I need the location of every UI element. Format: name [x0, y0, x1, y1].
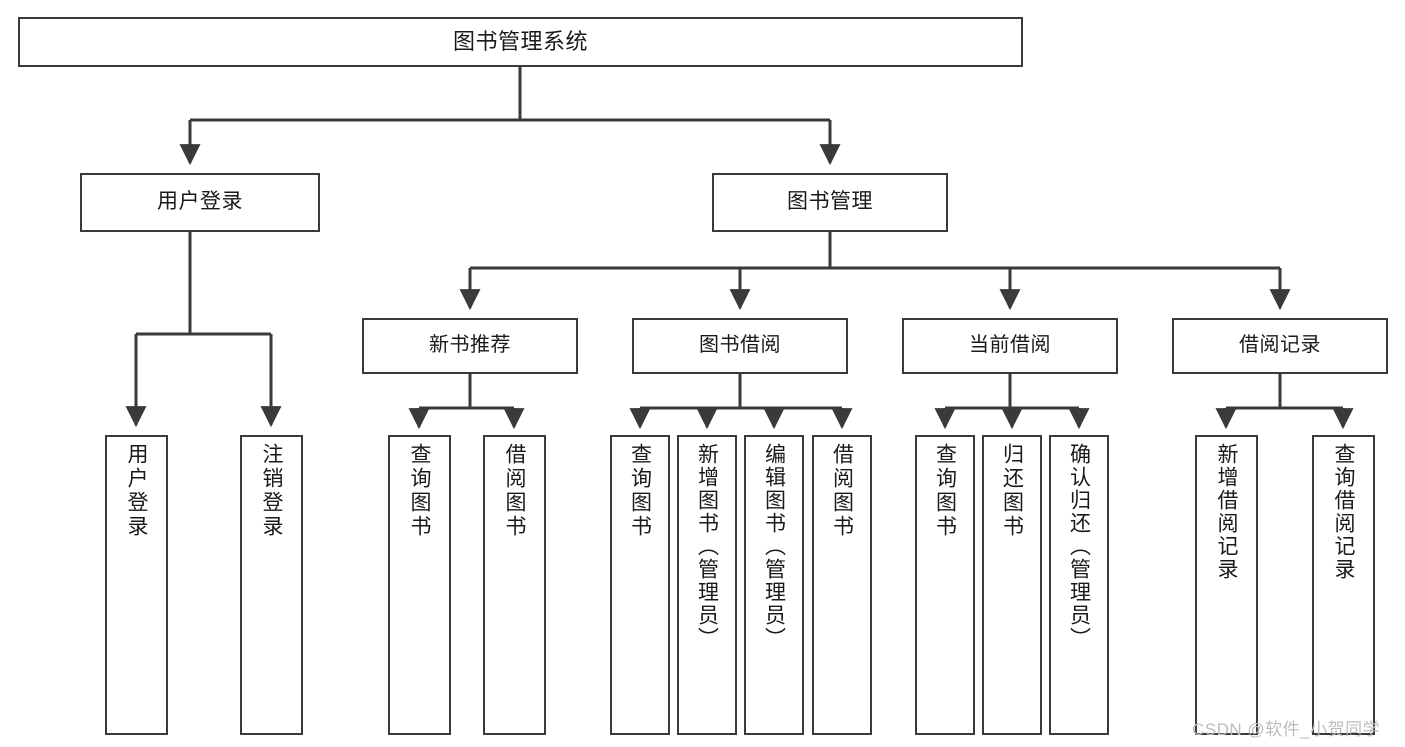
node-new-book-recommend-label: 新书推荐 — [429, 334, 511, 357]
node-leaf-add-borrow-record[interactable]: 新增借阅记录 — [1195, 435, 1258, 735]
node-leaf-query-book-rec-label: 查询图书 — [408, 443, 431, 539]
node-book-manage-label: 图书管理 — [787, 190, 873, 214]
node-leaf-query-book-current[interactable]: 查询图书 — [915, 435, 975, 735]
node-leaf-borrow-book-rec-label: 借阅图书 — [503, 443, 526, 539]
node-borrow-record-label: 借阅记录 — [1239, 334, 1321, 357]
node-root-label: 图书管理系统 — [452, 29, 588, 55]
node-leaf-confirm-return-label: 确认归还（管理员） — [1067, 443, 1091, 650]
node-leaf-return-book-label: 归还图书 — [1000, 443, 1024, 539]
node-book-manage[interactable]: 图书管理 — [712, 173, 948, 232]
node-leaf-add-borrow-record-label: 新增借阅记录 — [1215, 443, 1238, 581]
node-leaf-borrow-book-rec[interactable]: 借阅图书 — [483, 435, 546, 735]
node-leaf-edit-book-admin-label: 编辑图书（管理员） — [762, 443, 786, 650]
node-leaf-user-login-label: 用户登录 — [125, 443, 148, 539]
node-user-login-label: 用户登录 — [157, 190, 243, 214]
node-leaf-confirm-return[interactable]: 确认归还（管理员） — [1049, 435, 1109, 735]
node-leaf-add-book-admin-label: 新增图书（管理员） — [695, 443, 719, 650]
node-leaf-query-book-current-label: 查询图书 — [933, 443, 957, 539]
node-new-book-recommend[interactable]: 新书推荐 — [362, 318, 578, 374]
node-leaf-query-borrow-record-label: 查询借阅记录 — [1332, 443, 1355, 581]
csdn-watermark: CSDN @软件_小贺同学 — [1192, 720, 1381, 739]
node-leaf-borrow-book[interactable]: 借阅图书 — [812, 435, 872, 735]
node-root[interactable]: 图书管理系统 — [18, 17, 1023, 67]
node-leaf-user-login[interactable]: 用户登录 — [105, 435, 168, 735]
node-leaf-logout-login[interactable]: 注销登录 — [240, 435, 303, 735]
node-leaf-query-book-rec[interactable]: 查询图书 — [388, 435, 451, 735]
node-leaf-query-book-borrow[interactable]: 查询图书 — [610, 435, 670, 735]
node-leaf-add-book-admin[interactable]: 新增图书（管理员） — [677, 435, 737, 735]
node-leaf-logout-login-label: 注销登录 — [260, 443, 283, 539]
node-book-borrow-label: 图书借阅 — [699, 334, 781, 357]
node-current-borrow-label: 当前借阅 — [969, 334, 1051, 357]
node-leaf-query-book-borrow-label: 查询图书 — [628, 443, 652, 539]
node-book-borrow[interactable]: 图书借阅 — [632, 318, 848, 374]
node-leaf-edit-book-admin[interactable]: 编辑图书（管理员） — [744, 435, 804, 735]
node-leaf-borrow-book-label: 借阅图书 — [830, 443, 854, 539]
node-leaf-return-book[interactable]: 归还图书 — [982, 435, 1042, 735]
node-current-borrow[interactable]: 当前借阅 — [902, 318, 1118, 374]
node-borrow-record[interactable]: 借阅记录 — [1172, 318, 1388, 374]
node-leaf-query-borrow-record[interactable]: 查询借阅记录 — [1312, 435, 1375, 735]
node-user-login[interactable]: 用户登录 — [80, 173, 320, 232]
